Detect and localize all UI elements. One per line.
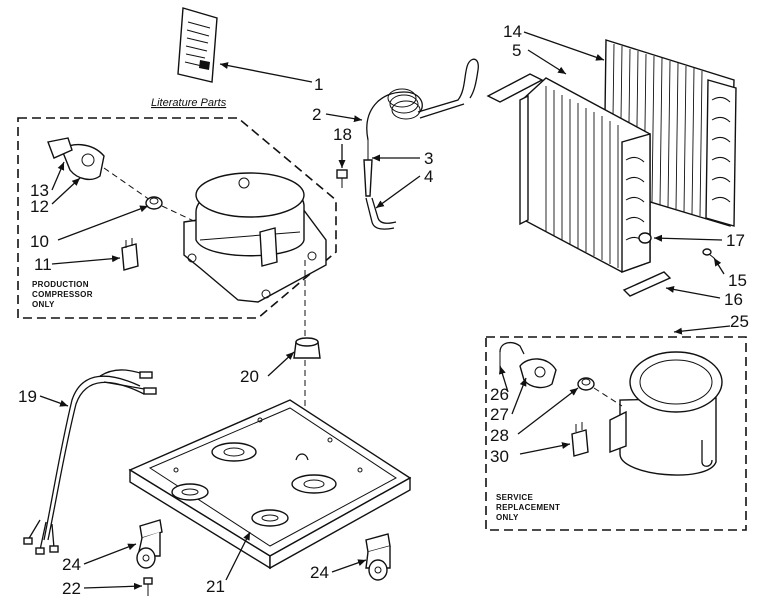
caster-left	[136, 519, 163, 569]
callout-1: 1	[314, 75, 323, 94]
callout-25: 25	[730, 312, 749, 331]
capillary-tube	[366, 58, 479, 141]
literature-parts-label: Literature Parts	[151, 97, 227, 109]
wiring-harness	[23, 369, 157, 555]
callout-17: 17	[726, 231, 745, 250]
callout-22: 22	[62, 579, 81, 598]
screw-22	[143, 577, 153, 596]
callout-15: 15	[728, 271, 747, 290]
production-compressor	[183, 172, 327, 303]
overload-26-27	[499, 341, 557, 389]
production-compressor-box	[17, 117, 337, 319]
drier-strainer	[363, 140, 373, 197]
callout-24-right: 24	[310, 563, 329, 582]
fitting-17	[638, 232, 652, 244]
callout-24-left: 24	[62, 555, 81, 574]
callout-5: 5	[512, 41, 521, 60]
literature-booklet	[177, 7, 218, 83]
callout-21: 21	[206, 577, 225, 596]
callout-18: 18	[333, 125, 352, 144]
callout-26: 26	[490, 385, 509, 404]
callout-numbers: 1 2 3 4 5 14 18 13 12 10 11 17 15 16 25 …	[18, 22, 749, 598]
grommet-28	[577, 377, 595, 391]
front-coil-fins	[545, 86, 619, 268]
base-pan	[128, 399, 412, 570]
drain-tube	[365, 197, 397, 230]
callout-3: 3	[424, 149, 433, 168]
relay-11	[121, 238, 139, 271]
callout-14: 14	[503, 22, 522, 41]
callout-4: 4	[424, 167, 433, 186]
strip-16	[622, 271, 672, 297]
service-replacement-label: SERVICE REPLACEMENT ONLY	[496, 493, 563, 522]
callout-12: 12	[30, 197, 49, 216]
screw-15	[702, 248, 715, 259]
callout-16: 16	[724, 290, 743, 309]
callout-13: 13	[30, 181, 49, 200]
service-replacement-box	[485, 336, 747, 531]
callout-2: 2	[312, 105, 321, 124]
callout-27: 27	[490, 405, 509, 424]
callout-28: 28	[490, 426, 509, 445]
screw-18	[336, 169, 348, 188]
leader-lines	[39, 31, 731, 590]
service-compressor	[609, 351, 723, 476]
callout-11: 11	[34, 255, 52, 274]
overload-protector	[47, 137, 105, 181]
callout-20: 20	[240, 367, 259, 386]
callout-19: 19	[18, 387, 37, 406]
caster-right	[365, 533, 391, 581]
grommet-20	[293, 337, 321, 359]
production-compressor-label: PRODUCTION COMPRESSOR ONLY	[32, 280, 95, 309]
callout-30: 30	[490, 447, 509, 466]
condenser-coil-front	[486, 73, 651, 273]
grommet-10	[145, 196, 163, 210]
callout-10: 10	[30, 232, 49, 251]
relay-30	[571, 422, 589, 457]
